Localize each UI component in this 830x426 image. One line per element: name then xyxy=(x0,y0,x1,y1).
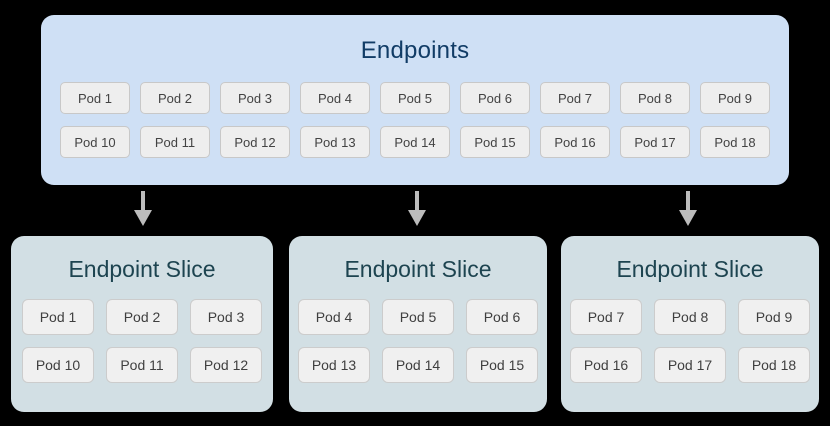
endpoint-slice-title: Endpoint Slice xyxy=(616,256,764,282)
pod-chip[interactable]: Pod 9 xyxy=(738,299,810,335)
endpoint-slice-title: Endpoint Slice xyxy=(68,256,216,282)
endpoint-slice-pod-row: Pod 7 Pod 8 Pod 9 xyxy=(570,299,810,335)
endpoint-slice-pod-grid: Pod 4 Pod 5 Pod 6 Pod 13 Pod 14 Pod 15 xyxy=(289,299,547,383)
endpoint-slice-container: Endpoint Slice Pod 7 Pod 8 Pod 9 Pod 16 … xyxy=(561,236,819,412)
endpoints-pod-row: Pod 1 Pod 2 Pod 3 Pod 4 Pod 5 Pod 6 Pod … xyxy=(60,82,770,114)
pod-chip[interactable]: Pod 7 xyxy=(570,299,642,335)
endpoints-title: Endpoints xyxy=(360,37,470,64)
pod-chip[interactable]: Pod 13 xyxy=(300,126,370,158)
pod-chip[interactable]: Pod 1 xyxy=(22,299,94,335)
endpoints-pod-row: Pod 10 Pod 11 Pod 12 Pod 13 Pod 14 Pod 1… xyxy=(60,126,770,158)
pod-chip[interactable]: Pod 3 xyxy=(220,82,290,114)
pod-chip[interactable]: Pod 2 xyxy=(106,299,178,335)
pod-chip[interactable]: Pod 18 xyxy=(700,126,770,158)
pod-chip[interactable]: Pod 17 xyxy=(654,347,726,383)
pod-chip[interactable]: Pod 6 xyxy=(460,82,530,114)
pod-chip[interactable]: Pod 14 xyxy=(382,347,454,383)
pod-chip[interactable]: Pod 16 xyxy=(570,347,642,383)
pod-chip[interactable]: Pod 10 xyxy=(60,126,130,158)
endpoint-slice-pod-row: Pod 1 Pod 2 Pod 3 xyxy=(22,299,262,335)
endpoint-slice-pod-row: Pod 16 Pod 17 Pod 18 xyxy=(570,347,810,383)
pod-chip[interactable]: Pod 10 xyxy=(22,347,94,383)
pod-chip[interactable]: Pod 12 xyxy=(190,347,262,383)
pod-chip[interactable]: Pod 12 xyxy=(220,126,290,158)
endpoint-slice-container: Endpoint Slice Pod 1 Pod 2 Pod 3 Pod 10 … xyxy=(11,236,273,412)
pod-chip[interactable]: Pod 8 xyxy=(620,82,690,114)
endpoint-slice-container: Endpoint Slice Pod 4 Pod 5 Pod 6 Pod 13 … xyxy=(289,236,547,412)
pod-chip[interactable]: Pod 3 xyxy=(190,299,262,335)
endpoint-slice-pod-row: Pod 4 Pod 5 Pod 6 xyxy=(298,299,538,335)
pod-chip[interactable]: Pod 7 xyxy=(540,82,610,114)
endpoints-container: Endpoints Pod 1 Pod 2 Pod 3 Pod 4 Pod 5 … xyxy=(41,15,789,185)
arrow-down-icon xyxy=(675,191,701,226)
pod-chip[interactable]: Pod 2 xyxy=(140,82,210,114)
pod-chip[interactable]: Pod 4 xyxy=(300,82,370,114)
pod-chip[interactable]: Pod 16 xyxy=(540,126,610,158)
pod-chip[interactable]: Pod 13 xyxy=(298,347,370,383)
pod-chip[interactable]: Pod 6 xyxy=(466,299,538,335)
pod-chip[interactable]: Pod 15 xyxy=(466,347,538,383)
arrow-down-icon xyxy=(404,191,430,226)
endpoint-slice-title: Endpoint Slice xyxy=(344,256,492,282)
pod-chip[interactable]: Pod 5 xyxy=(382,299,454,335)
pod-chip[interactable]: Pod 9 xyxy=(700,82,770,114)
pod-chip[interactable]: Pod 8 xyxy=(654,299,726,335)
pod-chip[interactable]: Pod 4 xyxy=(298,299,370,335)
endpoint-slice-pod-row: Pod 10 Pod 11 Pod 12 xyxy=(22,347,262,383)
endpoints-pod-grid: Pod 1 Pod 2 Pod 3 Pod 4 Pod 5 Pod 6 Pod … xyxy=(41,82,789,158)
pod-chip[interactable]: Pod 11 xyxy=(140,126,210,158)
endpoint-slice-pod-row: Pod 13 Pod 14 Pod 15 xyxy=(298,347,538,383)
pod-chip[interactable]: Pod 18 xyxy=(738,347,810,383)
endpoint-slice-pod-grid: Pod 7 Pod 8 Pod 9 Pod 16 Pod 17 Pod 18 xyxy=(561,299,819,383)
pod-chip[interactable]: Pod 11 xyxy=(106,347,178,383)
endpoint-slice-pod-grid: Pod 1 Pod 2 Pod 3 Pod 10 Pod 11 Pod 12 xyxy=(11,299,273,383)
pod-chip[interactable]: Pod 14 xyxy=(380,126,450,158)
pod-chip[interactable]: Pod 5 xyxy=(380,82,450,114)
pod-chip[interactable]: Pod 1 xyxy=(60,82,130,114)
pod-chip[interactable]: Pod 17 xyxy=(620,126,690,158)
arrow-down-icon xyxy=(130,191,156,226)
pod-chip[interactable]: Pod 15 xyxy=(460,126,530,158)
